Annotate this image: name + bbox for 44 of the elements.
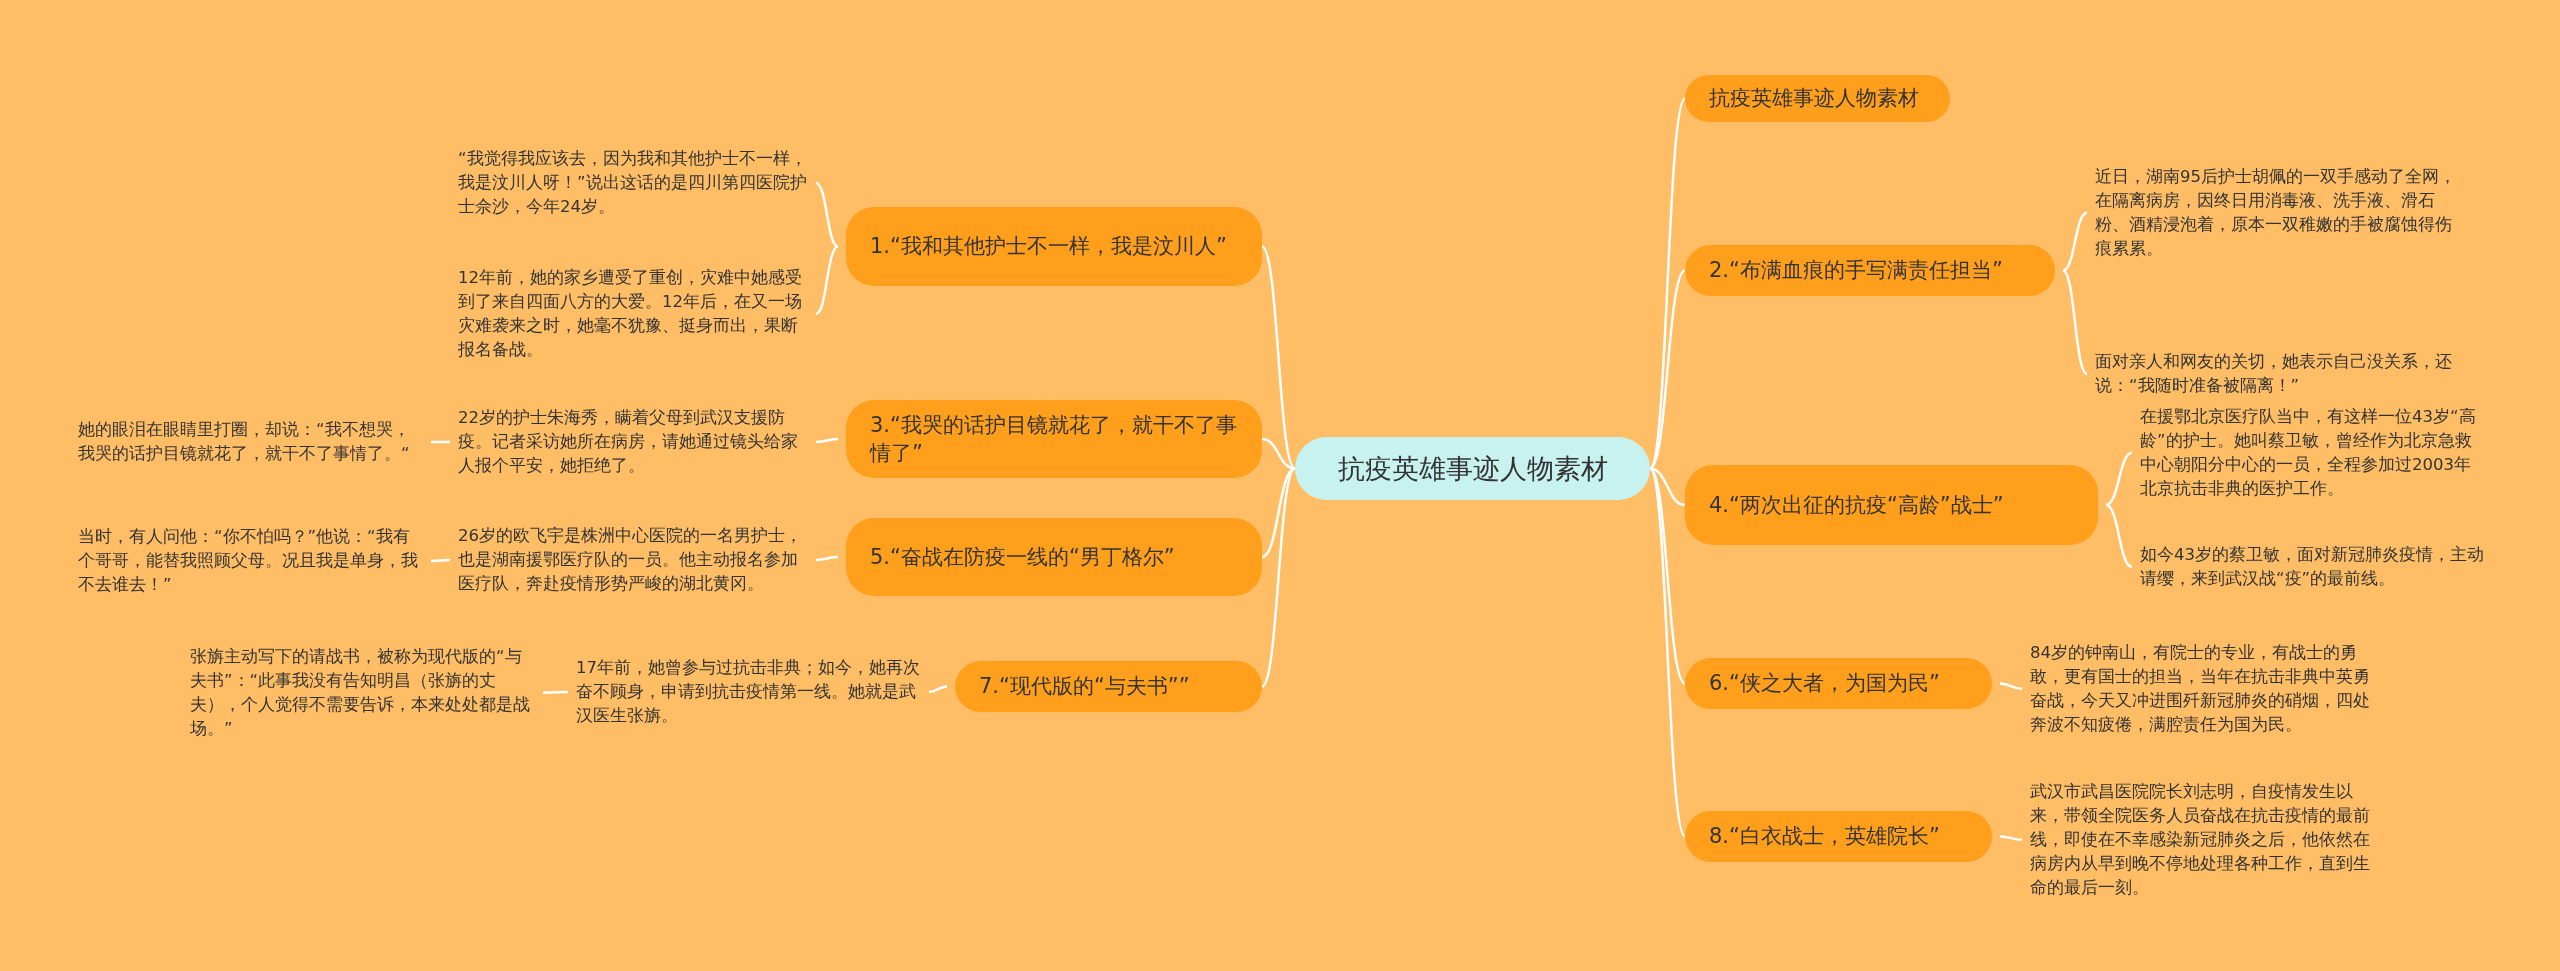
note-text: 面对亲人和网友的关切，她表示自己没关系，还说：“我随时准备被隔离！” [2095, 351, 2453, 397]
connector-line [815, 555, 839, 562]
connector-line [2105, 503, 2133, 569]
branch-topic: 抗疫英雄事迹人物素材 [1685, 75, 1950, 122]
note-text: 如今43岁的蔡卫敏，面对新冠肺炎疫情，主动请缨，来到武汉战“疫”的最前线。 [2140, 544, 2485, 590]
branch-topic: 8.“白衣战士，英雄院长” [1685, 811, 1992, 862]
note-text: 17年前，她曾参与过抗击非典；如今，她再次奋不顾身，申请到抗击疫情第一线。她就是武汉医生张旃。 [576, 657, 921, 727]
branch-topic: 1.“我和其他护士不一样，我是汶川人” [846, 207, 1262, 286]
note-text: “我觉得我应该去，因为我和其他护士不一样，我是汶川人呀！”说出这话的是四川第四医院护士佘沙，今年24岁。 [458, 148, 808, 218]
connector-line [1261, 467, 1296, 559]
note-text: 12年前，她的家乡遭受了重创，灾难中她感受到了来自四面八方的大爱。12年后，在又一场灾难袭来之时，她毫不犹豫、挺身而出，果断报名备战。 [458, 267, 803, 361]
note-text: 26岁的欧飞宇是株洲中心医院的一名男护士，也是湖南援鄂医疗队的一员。他主动报名参加医疗队，奔赴疫情形势严峻的湖北黄冈。 [458, 525, 803, 595]
connector-line [2062, 269, 2088, 375]
note-text: 在援鄂北京医疗队当中，有这样一位43岁“高龄”的护士。她叫蔡卫敏，曾经作为北京急救中心朝阳分中心的一员，全程参加过2003年北京抗击非典的医护工作。 [2140, 406, 2477, 500]
connector-line [1261, 245, 1296, 470]
connector-line [1999, 682, 2023, 691]
connector-line [2062, 211, 2088, 272]
branch-topic: 6.“侠之大者，为国为民” [1685, 658, 1992, 709]
connector-line [1261, 467, 1296, 688]
connector-line [1649, 269, 1686, 470]
branch-topic: 5.“奋战在防疫一线的“男丁格尔” [846, 518, 1262, 596]
note-text: 张旃主动写下的请战书，被称为现代版的“与夫书”：“此事我没有告知明昌（张旃的丈夫），个人觉得不需要告诉，本来处处都是战场。” [190, 646, 531, 740]
connector-line [431, 558, 450, 563]
branch-topic: 4.“两次出征的抗疫“高龄”战士” [1685, 465, 2098, 545]
connector-line [815, 181, 839, 248]
connector-line [1999, 835, 2023, 842]
connector-line [815, 245, 839, 315]
connector-line [431, 440, 450, 444]
note-text: 22岁的护士朱海秀，瞒着父母到武汉支援防疫。记者采访她所在病房，请她通过镜头给家人报个平安，她拒绝了。 [458, 407, 799, 477]
connector-line [543, 690, 568, 695]
branch-topic: 3.“我哭的话护目镜就花了，就干不了事情了” [846, 400, 1262, 478]
branch-topic: 7.“现代版的“与夫书”” [955, 661, 1262, 712]
note-text: 近日，湖南95后护士胡佩的一双手感动了全网，在隔离病房，因终日用消毒液、洗手液、滑石粉、酒精浸泡着，原本一双稚嫩的手被腐蚀得伤痕累累。 [2095, 166, 2457, 260]
connector-line [928, 685, 948, 694]
connector-line [2105, 451, 2133, 507]
note-text: 武汉市武昌医院院长刘志明，自疫情发生以来，带领全院医务人员奋战在抗击疫情的最前线，即使在不幸感染新冠肺炎之后，他依然在病房内从早到晚不停地处理各种工作，直到生命的最后一刻。 [2030, 781, 2371, 899]
note-text: 84岁的钟南山，有院士的专业，有战士的勇敢，更有国士的担当，当年在抗击非典中英勇奋战，今天又冲进围歼新冠肺炎的硝烟，四处奔波不知疲倦，满腔责任为国为民。 [2030, 642, 2371, 736]
note-text: 当时，有人问他：“你不怕吗？”他说：“我有个哥哥，能替我照顾父母。况且我是单身，我不去谁去！” [78, 526, 419, 596]
connector-line [815, 437, 839, 444]
connector-line [1649, 467, 1686, 507]
branch-topic: 2.“布满血痕的手写满责任担当” [1685, 245, 2055, 296]
central-topic: 抗疫英雄事迹人物素材 [1295, 437, 1650, 500]
note-text: 她的眼泪在眼睛里打圈，却说：“我不想哭，我哭的话护目镜就花了，就干不了事情了。“ [78, 419, 411, 465]
connector-line [1648, 467, 1687, 838]
